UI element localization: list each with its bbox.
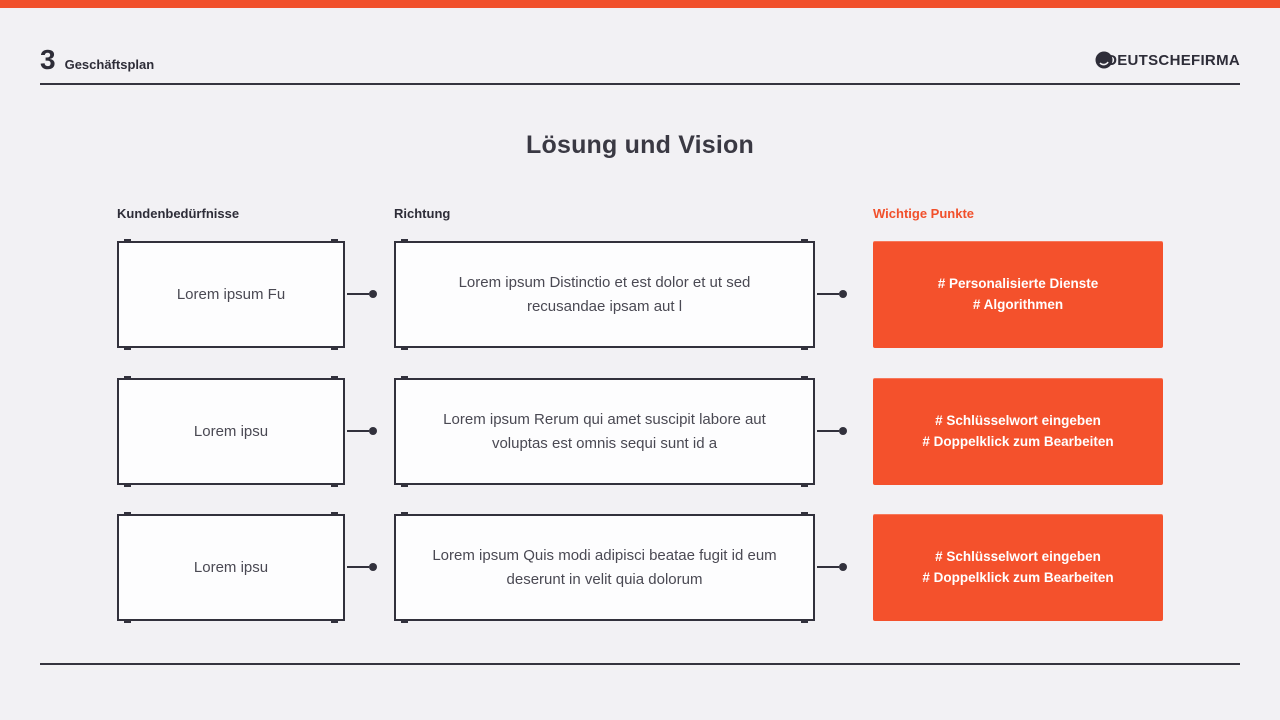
connector[interactable]: [347, 427, 377, 435]
point-line: # Doppelklick zum Bearbeiten: [922, 433, 1114, 449]
connector[interactable]: [817, 290, 847, 298]
section-label: Geschäftsplan: [64, 57, 155, 72]
column-label-direction: Richtung: [394, 206, 451, 221]
need-box-text: Lorem ipsu: [194, 420, 268, 444]
point-line: # Doppelklick zum Bearbeiten: [922, 569, 1114, 585]
connector[interactable]: [347, 290, 377, 298]
need-box[interactable]: Lorem ipsu: [117, 376, 345, 485]
point-line: # Schlüsselwort eingeben: [935, 412, 1101, 428]
connector[interactable]: [347, 563, 377, 571]
point-line: # Personalisierte Dienste: [937, 275, 1099, 291]
direction-box-text: Lorem ipsum Rerum qui amet suscipit labo…: [432, 408, 777, 456]
page-title: Lösung und Vision: [526, 131, 754, 159]
points-box[interactable]: # Schlüsselwort eingeben # Doppelklick z…: [873, 378, 1163, 485]
direction-box[interactable]: Lorem ipsum Quis modi adipisci beatae fu…: [394, 512, 815, 621]
column-label-needs: Kundenbedürfnisse: [117, 206, 240, 221]
slide-header: 3 Geschäftsplan DEUTSCHEFIRMA: [40, 44, 1240, 76]
need-box[interactable]: Lorem ipsu: [117, 512, 345, 621]
footer-divider: [40, 663, 1240, 665]
need-box-text: Lorem ipsu: [194, 556, 268, 580]
column-label-points: Wichtige Punkte: [873, 206, 975, 221]
top-accent-bar: [0, 0, 1280, 8]
need-box[interactable]: Lorem ipsum Fu: [117, 239, 345, 348]
direction-box[interactable]: Lorem ipsum Rerum qui amet suscipit labo…: [394, 376, 815, 485]
need-box-text: Lorem ipsum Fu: [177, 283, 285, 307]
direction-box-text: Lorem ipsum Quis modi adipisci beatae fu…: [432, 544, 777, 592]
points-box[interactable]: # Schlüsselwort eingeben # Doppelklick z…: [873, 514, 1163, 621]
direction-box-text: Lorem ipsum Distinctio et est dolor et u…: [432, 271, 777, 319]
slide-number: 3: [40, 44, 56, 75]
connector[interactable]: [817, 563, 847, 571]
header-divider: [40, 83, 1240, 85]
connector[interactable]: [817, 427, 847, 435]
points-box[interactable]: # Personalisierte Dienste # Algorithmen: [873, 241, 1163, 348]
brand-globe-icon: [1095, 51, 1113, 69]
point-line: # Algorithmen: [972, 296, 1064, 312]
brand-logo: DEUTSCHEFIRMA: [1095, 51, 1240, 69]
header-left: 3 Geschäftsplan: [40, 44, 154, 76]
brand-name: DEUTSCHEFIRMA: [1106, 51, 1240, 69]
direction-box[interactable]: Lorem ipsum Distinctio et est dolor et u…: [394, 239, 815, 348]
point-line: # Schlüsselwort eingeben: [935, 548, 1101, 564]
